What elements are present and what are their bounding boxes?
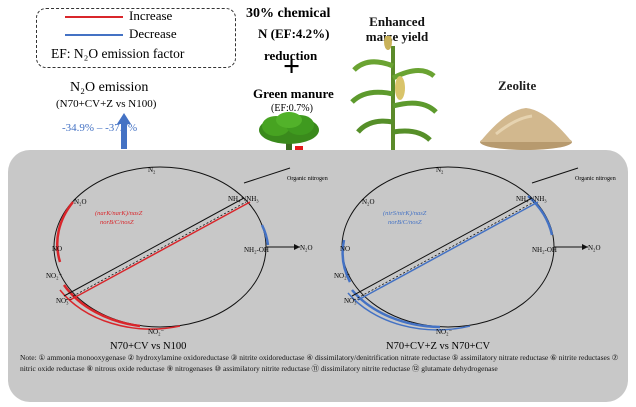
right-cycle-title: N70+CV+Z vs N70+CV bbox=[386, 341, 491, 352]
right-node-n2o-right: N₂O bbox=[588, 244, 601, 252]
right-node-no2-bottom: NO₂⁻ bbox=[436, 328, 453, 336]
n2o-emission-title: N₂O emission bbox=[70, 80, 149, 95]
left-genes-line1: (narK/narK)/nasZ bbox=[95, 210, 143, 217]
left-node-no: NO bbox=[52, 245, 62, 253]
right-node-nh2oh: NH₂-OH bbox=[532, 246, 557, 254]
maize-plant-icon bbox=[350, 36, 438, 154]
right-genes-line1: (nirS/nirK)/nasZ bbox=[383, 210, 427, 217]
left-cycle: N₂ N₂O NO NO₂⁻ NO₃⁻ NO₂⁻ NH₄⁺/NH₃ NH₂-OH… bbox=[46, 166, 328, 336]
right-node-n2o: N₂O bbox=[362, 198, 375, 206]
left-node-nh4: NH₄⁺/NH₃ bbox=[228, 195, 259, 203]
chem-n-line1: 30% chemical bbox=[246, 6, 331, 21]
maize-yield-label: Enhanced maize yield bbox=[365, 14, 429, 44]
zeolite-label: Zeolite bbox=[498, 78, 537, 93]
right-node-n2: N₂ bbox=[436, 166, 444, 174]
green-manure-label: Green manure bbox=[253, 86, 334, 101]
left-node-n2o-right: N₂O bbox=[300, 244, 313, 252]
left-cycle-title: N70+CV vs N100 bbox=[110, 341, 186, 352]
green-manure-ef: (EF:0.7%) bbox=[271, 103, 313, 114]
left-node-no2-bottom: NO₂⁻ bbox=[148, 328, 165, 336]
right-node-organic: Organic nitrogen bbox=[575, 176, 616, 182]
right-node-no3: NO₃⁻ bbox=[344, 297, 361, 305]
left-node-no2-top: NO₂⁻ bbox=[46, 272, 63, 280]
left-node-n2: N₂ bbox=[148, 166, 156, 174]
n2o-change-value: -34.9% – -37.7% bbox=[62, 122, 138, 134]
left-node-nh2oh: NH₂-OH bbox=[244, 246, 269, 254]
legend-box: Increase Decrease EF: N₂O emission facto… bbox=[36, 8, 236, 68]
right-node-no2-top: NO₂⁻ bbox=[334, 272, 351, 280]
chem-n-line2: N (EF:4.2%) bbox=[258, 26, 330, 41]
left-node-n2o: N₂O bbox=[74, 198, 87, 206]
left-node-no3: NO₃⁻ bbox=[56, 297, 73, 305]
left-genes-line2: norB/C/nosZ bbox=[100, 219, 134, 226]
right-cycle: N₂ N₂O NO NO₂⁻ NO₃⁻ NO₂⁻ NH₄⁺/NH₃ NH₂-OH… bbox=[334, 166, 616, 336]
left-node-organic: Organic nitrogen bbox=[287, 176, 328, 182]
n2o-emission-subtitle: (N70+CV+Z vs N100) bbox=[56, 98, 157, 110]
enzyme-note: Note: ① ammonia monooxygenase ② hydroxyl… bbox=[20, 353, 619, 373]
zeolite-pile-icon bbox=[480, 108, 572, 150]
legend-decrease-line bbox=[65, 34, 123, 36]
legend-ef-note: EF: N₂O emission factor bbox=[51, 46, 185, 61]
plus-sign: + bbox=[283, 50, 301, 83]
chem-n-line3: reduction bbox=[264, 48, 318, 63]
right-genes-line2: norB/C/nosZ bbox=[388, 219, 422, 226]
legend-increase-line bbox=[65, 16, 123, 18]
legend-decrease-label: Decrease bbox=[129, 26, 177, 41]
legend-increase-label: Increase bbox=[129, 8, 173, 23]
up-arrow-icon bbox=[117, 113, 131, 149]
tree-icon bbox=[259, 112, 319, 158]
right-node-no: NO bbox=[340, 245, 350, 253]
right-node-nh4: NH₄⁺/NH₃ bbox=[516, 195, 547, 203]
